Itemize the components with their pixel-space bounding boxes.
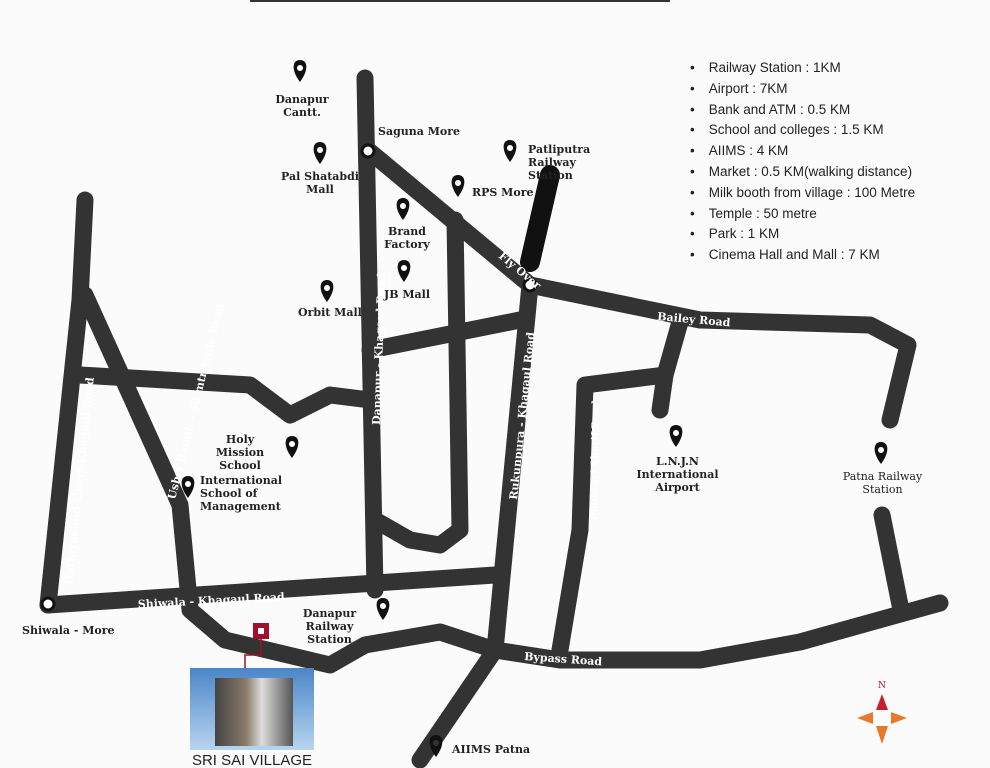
road-cross-west <box>71 366 379 424</box>
road-danapur-khagaul <box>356 69 384 599</box>
project-name: SRI SAI VILLAGE <box>191 752 313 768</box>
building-image <box>215 678 293 746</box>
map-pin-icon <box>874 442 888 464</box>
road-label-bailey: Bailey Road <box>657 310 731 329</box>
map-pin-icon <box>293 60 307 82</box>
junction-shiwala-more <box>40 596 56 612</box>
map-pin-icon <box>376 598 390 620</box>
distance-item: AIIMS : 4 KM <box>690 143 915 164</box>
distance-item: Market : 0.5 KM(walking distance) <box>690 164 915 185</box>
distance-item: Bank and ATM : 0.5 KM <box>690 102 915 123</box>
label-jb-mall: JB Mall <box>384 288 430 301</box>
road-cross-east <box>361 311 529 359</box>
label-shiwala-more: Shiwala - More <box>22 624 115 637</box>
map-pin-icon <box>451 175 465 197</box>
label-orbit-mall: Orbit Mall <box>298 306 362 319</box>
distance-list: Railway Station : 1KM Airport : 7KM Bank… <box>690 60 915 268</box>
map-pin-icon <box>503 140 517 162</box>
label-danapur-rs: Danapur Railway Station <box>302 607 357 646</box>
distance-item: Airport : 7KM <box>690 81 915 102</box>
junction-fly-over <box>522 277 538 293</box>
label-patna-rs: Patna Railway Station <box>842 470 923 496</box>
distance-item: Milk booth from village : 100 Metre <box>690 185 915 206</box>
divider <box>250 0 670 2</box>
junction-saguna-more <box>360 143 376 159</box>
compass-north-label: N <box>878 681 886 691</box>
road-label-phulwari: Phulwari Sharif Road <box>589 400 602 520</box>
compass: N <box>857 681 907 744</box>
distance-item: Park : 1 KM <box>690 226 915 247</box>
distance-item: Cinema Hall and Mall : 7 KM <box>690 247 915 268</box>
road-label-bypass: Bypass Road <box>524 650 603 668</box>
road-rukunpura <box>411 276 539 768</box>
label-patliputra: Patliputra Railway Station <box>528 143 591 182</box>
project-site-marker <box>253 623 269 639</box>
road-patna-rs <box>873 506 909 614</box>
label-rps-more: RPS More <box>472 186 534 199</box>
junctions <box>40 143 538 612</box>
map-pins <box>181 60 888 757</box>
distance-item: Railway Station : 1KM <box>690 60 915 81</box>
compass-east-arrow <box>891 712 907 724</box>
map-pin-icon <box>285 436 299 458</box>
label-aiims: AIIMS Patna <box>452 743 531 756</box>
distance-item: Temple : 50 metre <box>690 206 915 227</box>
distance-item: School and colleges : 1.5 KM <box>690 122 915 143</box>
road-bailey <box>521 276 917 429</box>
label-saguna-more: Saguna More <box>378 125 461 138</box>
compass-north-arrow <box>876 694 888 710</box>
compass-south-arrow <box>876 726 888 744</box>
map-pin-icon <box>429 735 443 757</box>
map-pin-icon <box>397 260 411 282</box>
map-pin-icon <box>181 476 195 498</box>
map-pin-icon <box>396 198 410 220</box>
map-pin-icon <box>320 280 334 302</box>
road-phulwari <box>551 313 689 659</box>
compass-west-arrow <box>857 712 873 724</box>
road-patliputra <box>520 165 560 272</box>
label-lnjn: L.N.J.N International Airport <box>636 455 719 494</box>
label-ism: International School of Management <box>200 474 283 513</box>
label-pal-shatabdi: Pal Shatabdi Mall <box>281 170 359 196</box>
label-holy-mission: Holy Mission School <box>215 433 265 472</box>
road-airport <box>651 366 674 419</box>
road-bypass <box>486 594 949 669</box>
map-pin-icon <box>313 142 327 164</box>
project-photo <box>190 668 314 750</box>
road-label-danapur-khagaul: Danapur - Khagaul Road <box>370 272 388 425</box>
road-loop <box>366 211 469 554</box>
map-pin-icon <box>669 425 683 447</box>
road-ushri <box>76 286 504 674</box>
label-brand-factory: Brand Factory <box>384 225 430 251</box>
label-danapur-cantt: Danapur Cantt. <box>275 93 329 119</box>
road-shiwala-khagaul <box>39 566 504 614</box>
